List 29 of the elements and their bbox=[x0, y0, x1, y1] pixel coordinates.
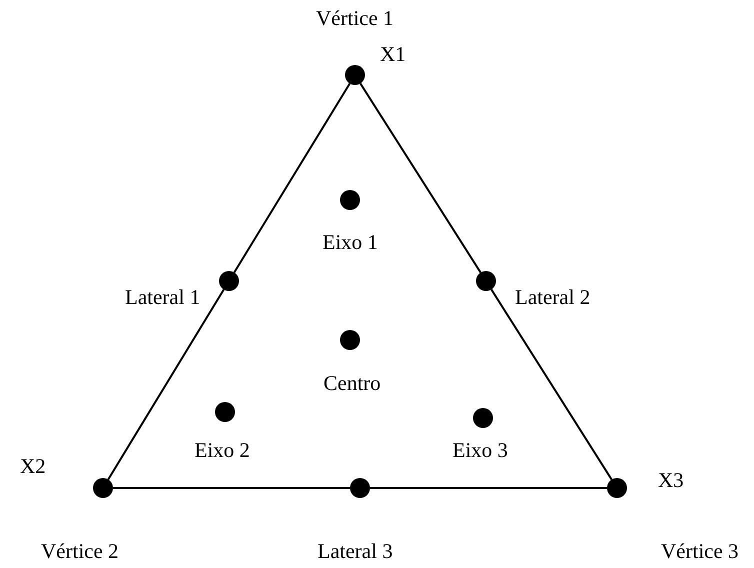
point-label: Vértice 2 bbox=[41, 541, 119, 562]
design-point bbox=[473, 408, 493, 428]
point-label: Lateral 2 bbox=[515, 287, 590, 308]
triangle-side bbox=[233, 83, 351, 273]
point-label: Centro bbox=[324, 373, 381, 394]
design-point bbox=[215, 402, 235, 422]
design-point bbox=[340, 190, 360, 210]
point-label: X3 bbox=[658, 470, 684, 491]
point-label: Lateral 1 bbox=[125, 287, 200, 308]
triangle-side bbox=[113, 487, 350, 489]
point-label: Eixo 2 bbox=[194, 440, 250, 461]
triangle-side bbox=[490, 288, 612, 480]
design-point bbox=[476, 271, 496, 291]
point-label: X1 bbox=[380, 44, 406, 65]
design-point bbox=[93, 478, 113, 498]
point-label: Vértice 1 bbox=[316, 8, 394, 29]
point-label: Vértice 3 bbox=[661, 541, 739, 562]
point-label: X2 bbox=[20, 456, 46, 477]
triangle-side bbox=[360, 82, 482, 274]
triangle-side bbox=[370, 487, 607, 489]
point-label: Eixo 1 bbox=[322, 232, 378, 253]
design-point bbox=[219, 271, 239, 291]
triangle-side bbox=[107, 289, 225, 480]
point-label: Lateral 3 bbox=[318, 541, 393, 562]
design-point bbox=[345, 65, 365, 85]
design-point bbox=[350, 478, 370, 498]
design-point bbox=[340, 330, 360, 350]
design-point bbox=[607, 478, 627, 498]
point-label: Eixo 3 bbox=[452, 440, 508, 461]
